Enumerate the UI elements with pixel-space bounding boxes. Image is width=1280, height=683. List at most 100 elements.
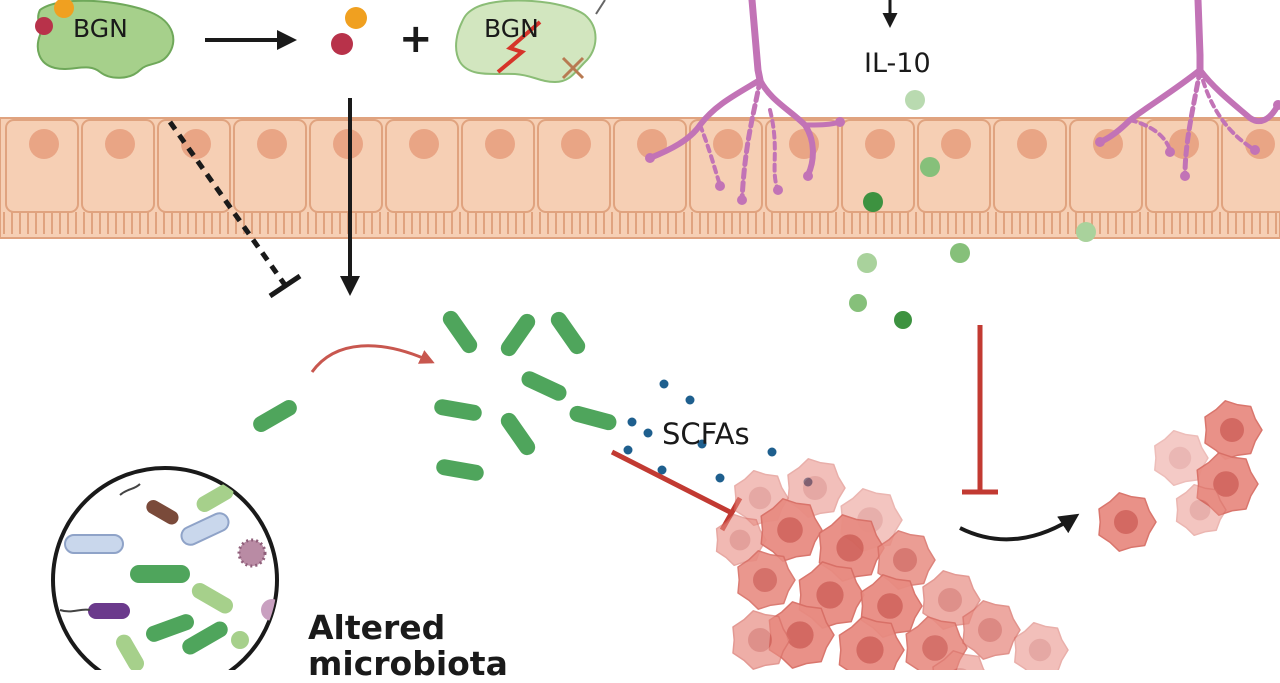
cell-nucleus — [561, 129, 591, 159]
tumor-cell — [787, 458, 846, 518]
cell-nucleus — [181, 129, 211, 159]
scfa-dot — [643, 428, 653, 438]
bgn-label-right: BGN — [484, 14, 539, 43]
tumor-cell-nucleus — [777, 517, 803, 543]
il10-inhibition — [962, 325, 998, 495]
microbiota-contents — [59, 483, 277, 672]
cell-nucleus — [257, 129, 287, 159]
tumor-cell-nucleus — [1028, 638, 1052, 662]
bgn-complex-right — [455, 0, 606, 84]
inhibition-bar — [268, 273, 302, 299]
tumor-cell-nucleus — [1168, 446, 1192, 470]
il10-dot — [857, 253, 877, 273]
il10-molecules — [849, 90, 1096, 329]
tumor-mass — [715, 458, 1069, 683]
scfas-label: SCFAs — [662, 417, 750, 451]
bacterium-rod — [521, 371, 567, 401]
commensal-bacteria — [253, 310, 617, 481]
metastatic-cell — [1154, 429, 1209, 487]
tumor-cell — [732, 610, 791, 670]
scfa-inhibition — [610, 449, 743, 532]
metastatic-cell — [1204, 400, 1263, 460]
tumor-cell-nucleus — [748, 628, 772, 652]
scfa-molecules — [623, 379, 813, 487]
tumor-cell-nucleus — [893, 548, 917, 572]
cell-nucleus — [1169, 129, 1199, 159]
tumor-cell-nucleus — [922, 635, 948, 661]
cell-nucleus — [713, 129, 743, 159]
bacterium-rod — [500, 412, 536, 456]
cell-nucleus — [1017, 129, 1047, 159]
tumor-cell-nucleus — [786, 621, 814, 649]
tumor-cell-nucleus — [748, 486, 772, 510]
epithelial-cell — [157, 119, 231, 213]
epithelial-cells — [5, 119, 1280, 213]
bgn-blob — [36, 0, 175, 79]
neuron-branch — [1197, 67, 1280, 125]
tumor-cell-nucleus — [803, 476, 827, 500]
dashed-inhibition — [167, 120, 302, 299]
scfa-dot — [659, 379, 669, 389]
tumor-cell-nucleus — [1114, 510, 1138, 534]
scfa-dot — [657, 465, 667, 475]
tumor-cell-nucleus — [836, 534, 864, 562]
cell-nucleus — [29, 129, 59, 159]
tumor-cell — [818, 514, 885, 582]
epithelial-cell — [461, 119, 535, 213]
il10-dot — [950, 243, 970, 263]
tumor-cell — [838, 616, 905, 683]
epithelial-cell — [81, 119, 155, 213]
neuron-terminals-left — [645, 117, 845, 205]
epithelial-cell — [309, 119, 383, 213]
polyphenol-ball-orange — [345, 7, 367, 29]
bgn-label-left: BGN — [73, 14, 128, 43]
neuron-left — [647, 0, 843, 203]
scfa-dot — [685, 395, 695, 405]
cell-nucleus — [105, 129, 135, 159]
tumor-cell — [877, 530, 936, 590]
epithelial-cell — [1145, 119, 1219, 213]
tumor-cell — [734, 469, 789, 527]
tumor-cell-nucleus — [978, 618, 1002, 642]
il10-dot — [863, 192, 883, 212]
tumor-cell — [962, 600, 1021, 660]
metastatic-cell — [1098, 492, 1157, 552]
tumor-cell-nucleus — [938, 588, 962, 612]
epithelial-cell — [233, 119, 307, 213]
il10-label: IL-10 — [864, 48, 931, 79]
bgn-complex-left — [35, 0, 175, 79]
bacterium-rod — [436, 459, 484, 481]
neuron-branch — [739, 77, 763, 203]
microbiota-circle — [51, 466, 279, 683]
inhibition-line — [610, 449, 732, 515]
cell-nucleus — [409, 129, 439, 159]
neuron-terminals-right — [1095, 100, 1280, 181]
arrow-metastasis — [959, 513, 1080, 542]
brush-border — [3, 212, 1277, 234]
polyphenol-ball-orange — [54, 0, 74, 18]
cell-nucleus — [941, 129, 971, 159]
neuron-branch — [1128, 118, 1172, 152]
il10-dot — [1076, 222, 1096, 242]
tumor-cell-nucleus — [877, 593, 903, 619]
neuron-branch — [1198, 68, 1257, 152]
tumor-cell-nucleus — [816, 581, 844, 609]
cell-nucleus — [1245, 129, 1275, 159]
axon-right — [1194, 0, 1204, 74]
scfa-dot — [715, 473, 725, 483]
metastatic-cells — [1098, 400, 1263, 552]
il10-dot — [905, 90, 925, 110]
altered-microbiota-label: Altered microbiota — [308, 608, 508, 683]
tumor-cell-nucleus — [753, 568, 777, 592]
epithelium-layer — [0, 117, 1280, 239]
free-polyphenol-balls — [331, 7, 367, 55]
metastatic-cell — [1175, 483, 1227, 537]
tumor-cell — [760, 498, 823, 562]
tumor-cell — [715, 513, 767, 567]
neuron-branch — [698, 123, 722, 187]
epithelial-cell — [385, 119, 459, 213]
tumor-cell-nucleus — [1220, 418, 1244, 442]
bacterium-rod — [500, 313, 536, 357]
